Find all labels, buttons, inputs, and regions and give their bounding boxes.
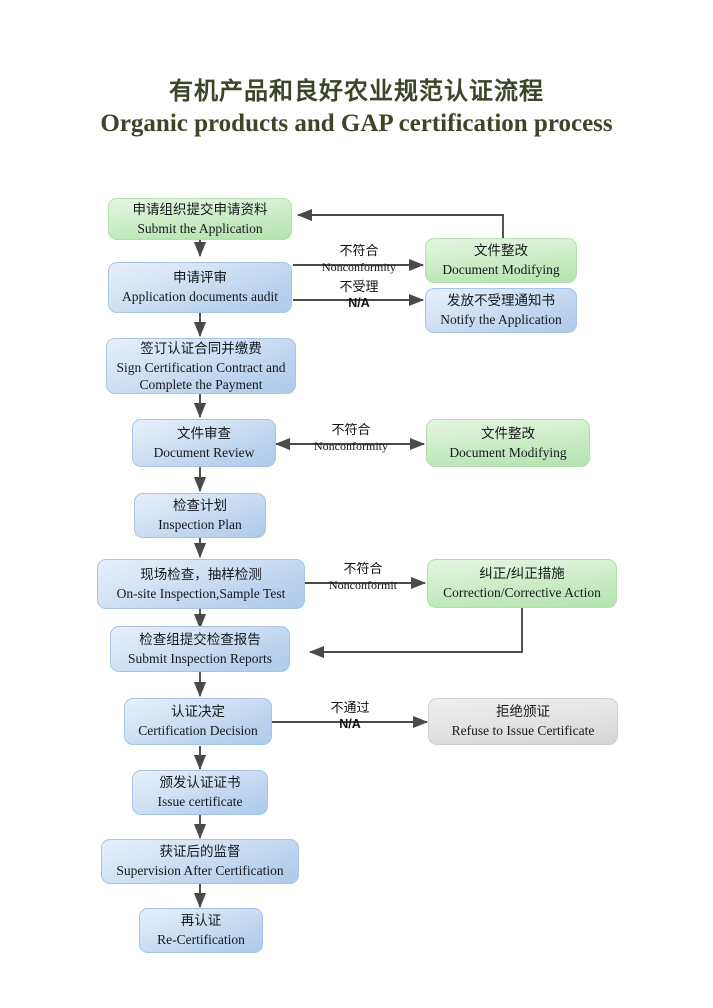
node-label-en: Inspection Plan xyxy=(158,517,242,532)
node-sign-contract[interactable]: 签订认证合同并缴费 Sign Certification Contract an… xyxy=(106,338,296,394)
edge-label-cn: 不符合 xyxy=(339,244,379,259)
node-label-cn: 拒绝颁证 xyxy=(496,704,550,720)
edge-label-en: N/A xyxy=(348,296,370,310)
edge-label-cn: 不受理 xyxy=(339,280,379,295)
node-re-certification[interactable]: 再认证 Re-Certification xyxy=(139,908,263,953)
node-label-cn: 检查组提交检查报告 xyxy=(139,631,261,648)
node-document-modifying-1[interactable]: 文件整改 Document Modifying xyxy=(425,238,577,283)
node-label-cn: 认证决定 xyxy=(171,704,225,720)
node-label-cn: 文件整改 xyxy=(481,425,535,442)
page-title: 有机产品和良好农业规范认证流程 Organic products and GAP… xyxy=(0,76,713,140)
edge-label-en: N/A xyxy=(339,717,361,731)
node-label-en: Re-Certification xyxy=(157,932,245,947)
node-label-en: Issue certificate xyxy=(157,794,243,809)
node-label-en: Document Modifying xyxy=(442,262,560,277)
node-application-audit[interactable]: 申请评审 Application documents audit xyxy=(108,262,292,313)
node-label-en: Submit the Application xyxy=(137,220,263,236)
edge-modify1-to-submit xyxy=(296,208,504,238)
node-label-en: On-site Inspection,Sample Test xyxy=(116,585,286,601)
node-label-en: Notify the Application xyxy=(440,312,562,327)
edge-label-cn: 不通过 xyxy=(330,701,370,716)
node-label-en: Supervision After Certification xyxy=(116,863,284,878)
page-title-cn: 有机产品和良好农业规范认证流程 xyxy=(169,77,544,105)
node-label-en: Correction/Corrective Action xyxy=(443,585,601,600)
node-label-cn: 发放不受理通知书 xyxy=(447,293,555,309)
node-submit-application[interactable]: 申请组织提交申请资料 Submit the Application xyxy=(108,198,292,240)
node-inspection-plan[interactable]: 检查计划 Inspection Plan xyxy=(134,493,266,538)
edge-label-nonconformity-2: 不符合 Nonconformity xyxy=(292,423,410,454)
node-label-en: Refuse to Issue Certificate xyxy=(451,723,595,738)
edge-label-nonconformity-1: 不符合 Nonconformity xyxy=(300,244,418,275)
edge-label-en: Nonconformit xyxy=(329,578,397,592)
edge-label-not-passed: 不通过 N/A xyxy=(295,701,405,732)
edge-correction-to-reports xyxy=(308,608,523,659)
edge-label-cn: 不符合 xyxy=(331,423,371,438)
node-label-cn: 现场检查，抽样检测 xyxy=(140,566,262,583)
node-label-cn: 文件整改 xyxy=(474,243,528,259)
node-certification-decision[interactable]: 认证决定 Certification Decision xyxy=(124,698,272,745)
node-refuse-certificate[interactable]: 拒绝颁证 Refuse to Issue Certificate xyxy=(428,698,618,745)
node-issue-certificate[interactable]: 颁发认证证书 Issue certificate xyxy=(132,770,268,815)
node-label-cn: 申请组织提交申请资料 xyxy=(132,201,268,218)
node-document-review[interactable]: 文件审查 Document Review xyxy=(132,419,276,467)
node-label-cn: 颁发认证证书 xyxy=(159,775,241,791)
node-label-en: Sign Certification Contract and Complete… xyxy=(116,359,286,392)
node-label-cn: 文件审查 xyxy=(177,425,231,442)
node-label-en: Document Review xyxy=(153,444,255,460)
node-label-cn: 再认证 xyxy=(180,913,222,929)
edge-label-en: Nonconformity xyxy=(314,439,388,453)
node-label-cn: 获证后的监督 xyxy=(159,844,241,860)
edge-label-cn: 不符合 xyxy=(343,562,383,577)
node-label-en: Certification Decision xyxy=(138,723,258,738)
node-label-cn: 纠正/纠正措施 xyxy=(479,566,565,582)
node-document-modifying-2[interactable]: 文件整改 Document Modifying xyxy=(426,419,590,467)
node-label-en: Application documents audit xyxy=(122,289,278,304)
node-label-cn: 申请评审 xyxy=(173,270,227,286)
node-submit-reports[interactable]: 检查组提交检查报告 Submit Inspection Reports xyxy=(110,626,290,672)
node-label-en: Document Modifying xyxy=(449,444,567,460)
page-title-en: Organic products and GAP certification p… xyxy=(100,110,613,137)
node-onsite-inspection[interactable]: 现场检查，抽样检测 On-site Inspection,Sample Test xyxy=(97,559,305,609)
node-corrective-action[interactable]: 纠正/纠正措施 Correction/Corrective Action xyxy=(427,559,617,608)
node-notify-application[interactable]: 发放不受理通知书 Notify the Application xyxy=(425,288,577,333)
edge-label-not-accepted: 不受理 N/A xyxy=(300,280,418,311)
edge-label-en: Nonconformity xyxy=(322,260,396,274)
node-label-cn: 签订认证合同并缴费 xyxy=(140,340,262,357)
node-label-cn: 检查计划 xyxy=(173,498,227,514)
node-label-en: Submit Inspection Reports xyxy=(128,650,272,666)
edge-label-nonconformity-3: 不符合 Nonconformit xyxy=(307,562,419,593)
node-supervision[interactable]: 获证后的监督 Supervision After Certification xyxy=(101,839,299,884)
